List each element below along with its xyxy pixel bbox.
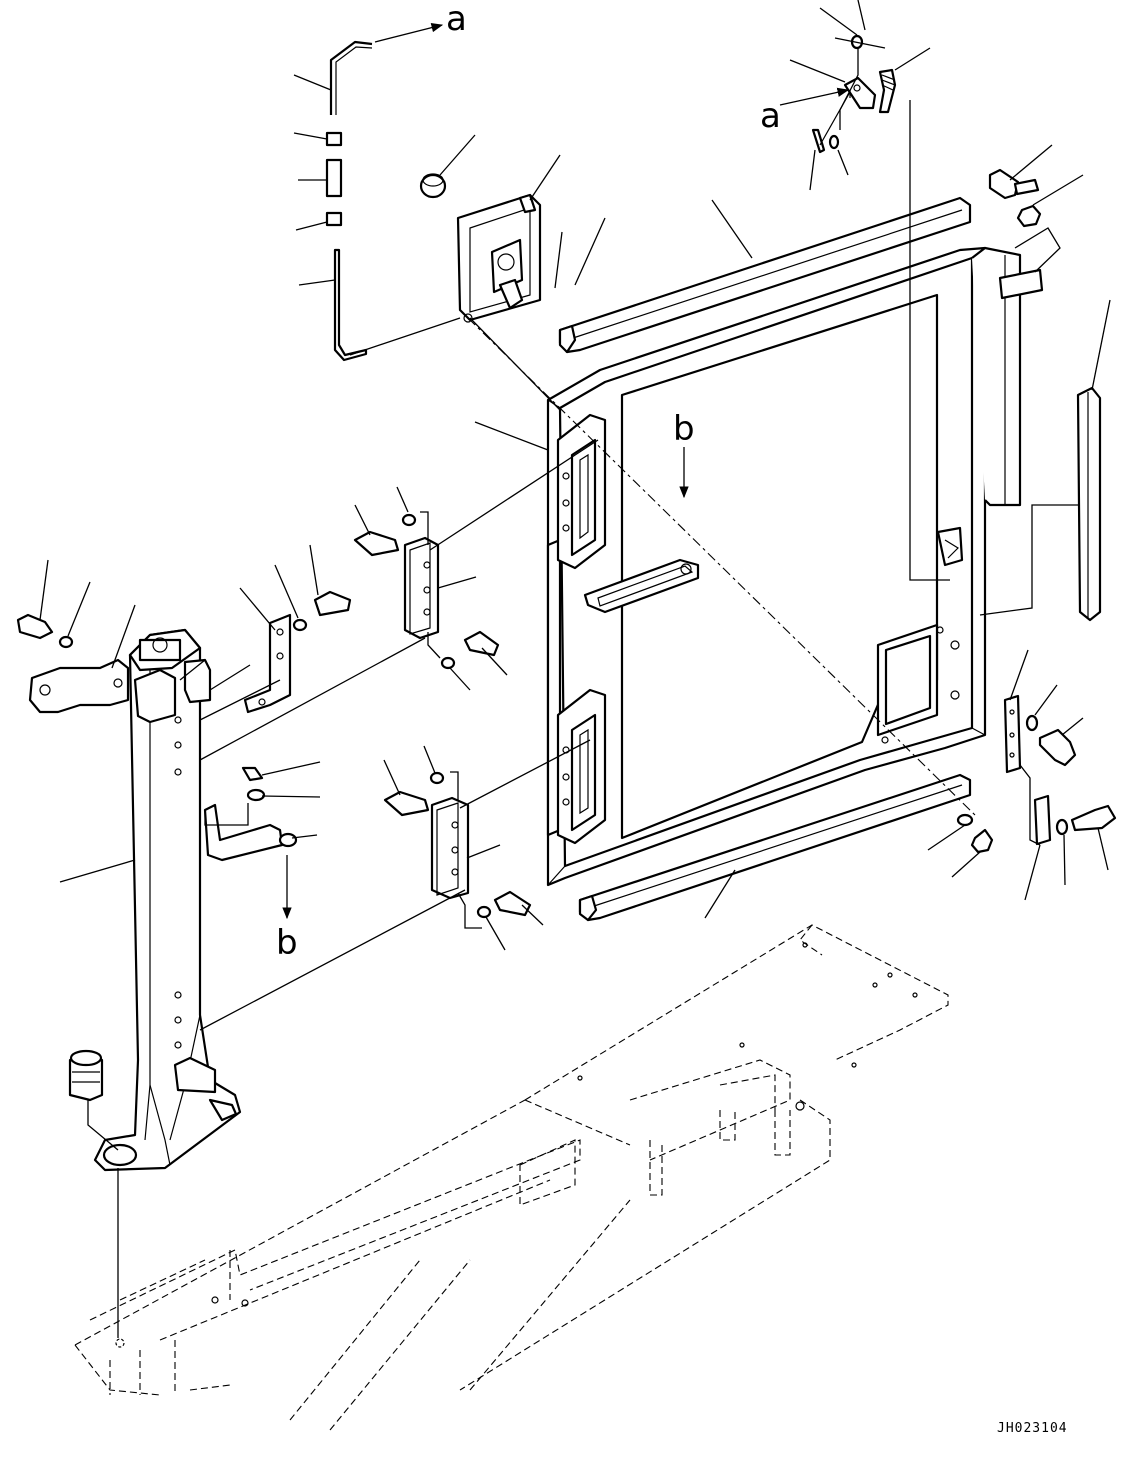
label-b-post: b (276, 923, 298, 963)
latch-assembly (811, 34, 897, 154)
right-fasteners (956, 168, 1117, 854)
door-handle (583, 558, 700, 614)
hinge-upper (353, 513, 500, 670)
centre-lines (467, 100, 976, 816)
door-hinge-upper (556, 413, 607, 570)
bottom-weather-strip (578, 773, 972, 922)
drawing-code: JH023104 (997, 1421, 1068, 1436)
arrow-a-top (374, 23, 444, 43)
door-hinge-lower (556, 688, 607, 845)
reference-arrows (282, 23, 850, 920)
leader-lines (39, 0, 1111, 1338)
floor-frame (74, 924, 949, 1431)
label-a-latch: a (760, 96, 781, 136)
right-seal-strip (1076, 386, 1102, 622)
rubber-stop (68, 1049, 104, 1102)
rod-assembly (325, 40, 373, 362)
label-a-top: a (446, 0, 467, 39)
l-bracket (243, 590, 352, 714)
vertical-post (93, 628, 242, 1172)
arrow-a-latch (779, 87, 850, 106)
left-bracket (16, 613, 130, 714)
top-weather-strip (558, 196, 972, 354)
door-lock (456, 193, 542, 323)
lock-cap (419, 173, 447, 199)
label-b-door: b (673, 409, 695, 449)
door-frame (546, 246, 1022, 887)
hinge-lower (383, 771, 532, 919)
stay-rod (203, 766, 298, 862)
